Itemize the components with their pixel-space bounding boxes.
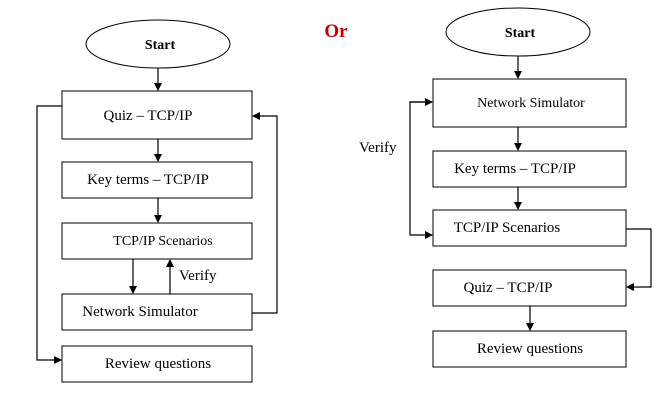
left-step-network-simulator	[61, 293, 253, 331]
left-step-network-simulator-label: Network Simulator	[82, 304, 197, 320]
left-step-quiz-label: Quiz – TCP/IP	[104, 108, 193, 124]
right-step-network-simulator	[432, 78, 627, 128]
left-step-key-terms	[61, 161, 253, 199]
left-loop-simulator-to-quiz	[252, 112, 278, 314]
left-step-review-label: Review questions	[105, 356, 211, 372]
left-step-quiz	[61, 90, 253, 140]
left-step-key-terms-label: Key terms – TCP/IP	[87, 172, 209, 188]
right-verify-label: Verify	[359, 140, 397, 156]
right-start-label: Start	[505, 26, 536, 41]
left-loop-quiz-to-review	[36, 105, 62, 364]
left-step-review	[61, 345, 253, 383]
right-arrow-scenarios-to-quiz	[626, 228, 652, 291]
right-step-key-terms-label: Key terms – TCP/IP	[454, 161, 576, 177]
left-step-scenarios-label: TCP/IP Scenarios	[113, 234, 212, 249]
left-verify-label: Verify	[179, 268, 217, 284]
right-step-scenarios	[432, 209, 627, 247]
or-separator: Or	[324, 21, 348, 42]
right-verify-loop-top-arrow	[409, 98, 433, 106]
left-step-scenarios	[61, 222, 253, 260]
right-step-key-terms	[432, 150, 627, 188]
right-step-network-simulator-label: Network Simulator	[477, 96, 585, 111]
right-step-quiz	[432, 269, 627, 307]
right-flowchart: Start Network Simulator Key terms – TCP/…	[359, 7, 652, 368]
left-flowchart: Start Quiz – TCP/IP Key terms – TCP/IP T…	[36, 19, 278, 383]
right-step-review	[432, 330, 627, 368]
left-start-label: Start	[145, 38, 176, 53]
right-step-quiz-label: Quiz – TCP/IP	[464, 280, 553, 296]
right-verify-loop	[409, 101, 433, 239]
right-step-scenarios-label: TCP/IP Scenarios	[454, 220, 561, 236]
right-step-review-label: Review questions	[477, 341, 583, 357]
